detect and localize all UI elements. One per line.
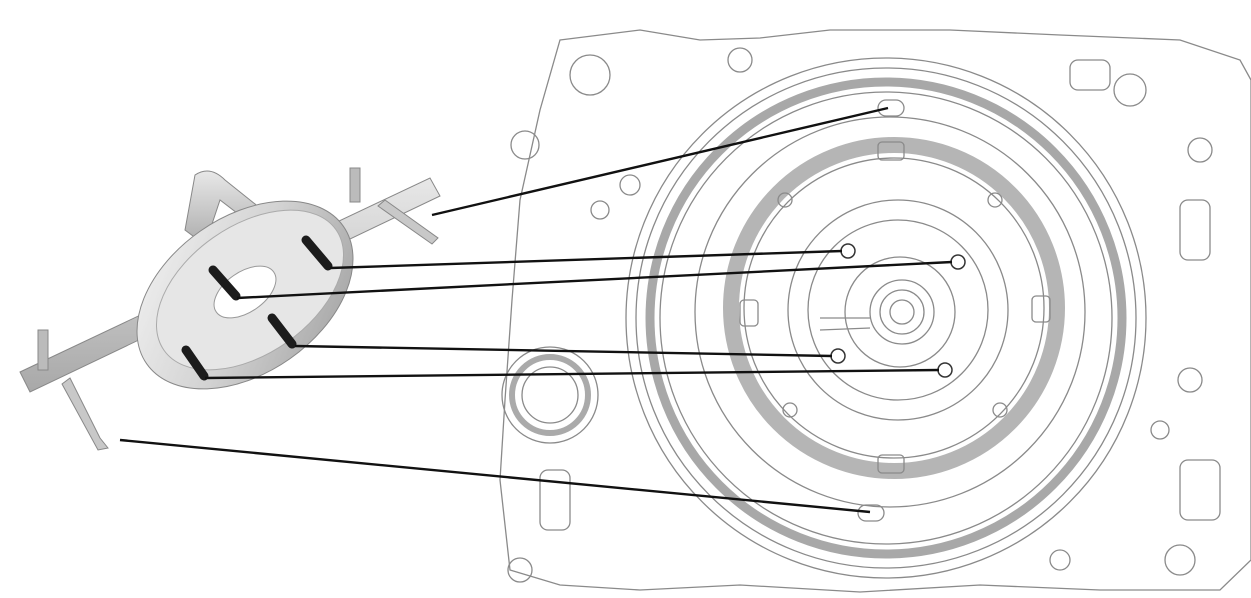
tool-left-hook bbox=[61, 377, 109, 451]
outer-flange-ring bbox=[625, 57, 1147, 579]
mid-ring bbox=[694, 116, 1086, 508]
tool-pin bbox=[37, 329, 49, 371]
tool-pin bbox=[349, 167, 361, 203]
housing-outline bbox=[499, 29, 1251, 593]
housing-drawing bbox=[499, 29, 1251, 593]
housing-boss bbox=[507, 557, 533, 583]
hub-spoke bbox=[819, 317, 871, 331]
hub-ring bbox=[889, 299, 915, 325]
housing-boss bbox=[1164, 544, 1196, 576]
bolt-hole bbox=[950, 254, 966, 270]
hub-ring bbox=[844, 256, 956, 368]
leader-line-bolt-1 bbox=[329, 249, 843, 270]
inner-ring-edge bbox=[743, 157, 1045, 459]
leader-line-bolt-4 bbox=[204, 368, 940, 380]
alignment-tool bbox=[19, 167, 441, 451]
housing-pocket bbox=[1069, 59, 1111, 91]
hub-ring bbox=[879, 289, 925, 335]
pulley-circle bbox=[521, 366, 579, 424]
hub-ring bbox=[869, 279, 935, 345]
leader-line-upper-slot bbox=[431, 106, 889, 217]
housing-boss bbox=[619, 174, 641, 196]
pulley-circle bbox=[501, 346, 599, 444]
housing-boss bbox=[569, 54, 611, 96]
bolt-hole-targets bbox=[830, 243, 966, 378]
tool-bolts bbox=[181, 235, 333, 381]
lower-slot bbox=[857, 504, 885, 522]
housing-boss bbox=[727, 47, 753, 73]
gray-inner-ring bbox=[723, 137, 1065, 479]
bolt bbox=[181, 345, 209, 381]
bolt-hole bbox=[937, 362, 953, 378]
leader-lines bbox=[119, 106, 953, 514]
tool-center-hole bbox=[213, 265, 277, 319]
bolt bbox=[208, 265, 241, 301]
housing-boss bbox=[1150, 420, 1170, 440]
leader-line-lower-slot bbox=[119, 438, 871, 514]
housing-pocket bbox=[1179, 199, 1211, 261]
gray-outer-ring bbox=[645, 77, 1127, 559]
housing-boss bbox=[1187, 137, 1213, 163]
outer-flange-ring bbox=[635, 67, 1137, 569]
leader-line-bolt-2 bbox=[236, 260, 953, 300]
hub-ring bbox=[787, 199, 1009, 421]
housing-boss bbox=[510, 130, 540, 160]
pulley-circle bbox=[509, 354, 591, 436]
bolt-hole bbox=[830, 348, 846, 364]
bolt bbox=[267, 313, 297, 349]
outer-ring-inner-edge bbox=[659, 91, 1113, 545]
tool-right-hook bbox=[377, 199, 439, 245]
housing-boss bbox=[1049, 549, 1071, 571]
housing-boss bbox=[1177, 367, 1203, 393]
inner-ring-tabs bbox=[739, 141, 1051, 474]
housing-boss bbox=[1113, 73, 1147, 107]
housing-pocket bbox=[539, 469, 571, 531]
housing-pocket bbox=[1179, 459, 1221, 521]
bolt bbox=[301, 235, 333, 271]
housing-boss bbox=[590, 200, 610, 220]
bolt-hole bbox=[840, 243, 856, 259]
upper-slot bbox=[877, 99, 905, 117]
hub-ring bbox=[807, 219, 989, 401]
leader-line-bolt-3 bbox=[294, 344, 833, 358]
